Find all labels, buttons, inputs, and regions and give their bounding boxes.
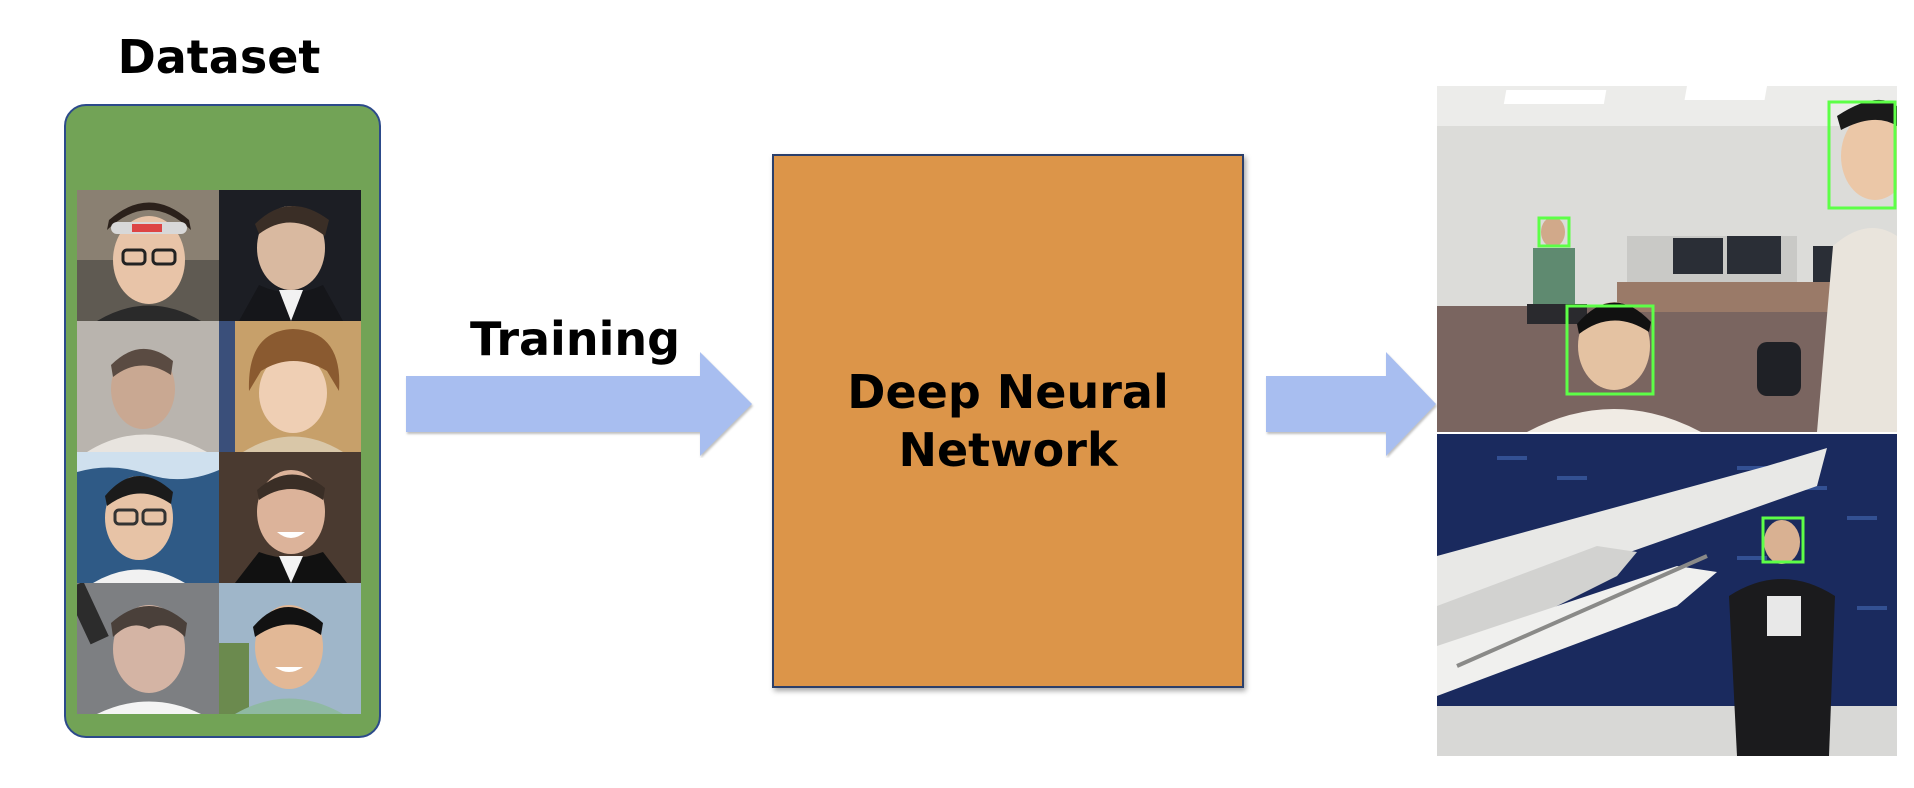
dataset-face-image (219, 583, 361, 714)
dnn-label-line-2: Network (898, 423, 1118, 477)
deep-neural-network-label: Deep Neural Network (798, 363, 1218, 479)
face-detection-box (1827, 100, 1897, 210)
office-scene-image (1437, 86, 1897, 432)
dataset-title: Dataset (117, 30, 321, 84)
face-detection-box (1761, 516, 1805, 564)
face-detection-box (1565, 304, 1655, 396)
dataset-face-grid (77, 190, 361, 714)
dataset-face-image (77, 452, 219, 583)
dataset-face-image (219, 321, 361, 452)
dataset-face-image (77, 190, 219, 321)
detection-output-images (1437, 86, 1897, 756)
dataset-face-image (77, 321, 219, 452)
right-arrow-icon (1266, 352, 1436, 456)
deep-neural-network-box: Deep Neural Network (772, 154, 1244, 688)
training-label: Training (470, 312, 681, 366)
face-detection-box (1537, 216, 1571, 248)
dataset-face-image (77, 583, 219, 714)
dataset-face-image (219, 190, 361, 321)
rocket-scene-image (1437, 434, 1897, 756)
dataset-face-image (219, 452, 361, 583)
right-arrow-icon (406, 352, 752, 456)
dnn-label-line-1: Deep Neural (847, 365, 1169, 419)
